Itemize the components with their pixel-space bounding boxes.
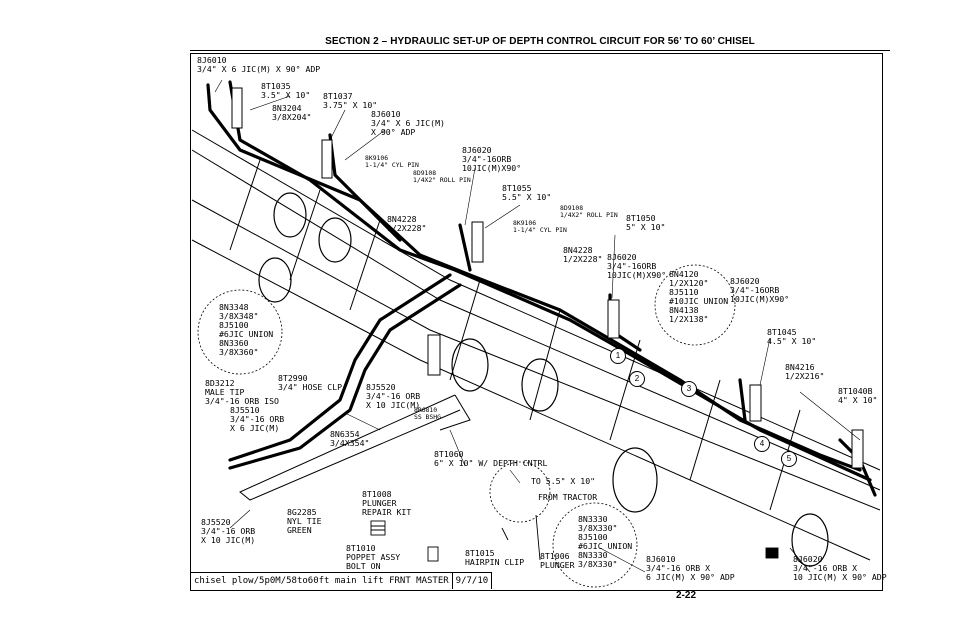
label-8n4228-b: 8N4228 1/2X228" — [563, 245, 603, 264]
frame-rail-mid — [191, 149, 881, 491]
hose-to-tractor-2 — [228, 283, 462, 470]
label-8d3212: 8D3212 MALE TIP 3/4"-16 ORB ISO — [205, 378, 279, 406]
label-8t1008: 8T1008 PLUNGER REPAIR KIT — [362, 489, 412, 517]
detail-circle-union-right — [654, 264, 736, 346]
detail-circle-union-left — [197, 289, 283, 375]
label-8j6010-top: 8J6010 3/4" X 6 JIC(M) X 90° ADP — [197, 55, 321, 74]
label-8t1015: 8T1015 HAIRPIN CLIP — [465, 548, 525, 567]
callout-balloon-1: 1 — [610, 348, 626, 364]
hitch-tongue — [239, 394, 461, 501]
cylinder-8t1035 — [231, 87, 243, 129]
wheel — [791, 513, 829, 567]
label-to-cylinder: TO 5.5" X 10" — [531, 476, 596, 486]
hose-main-2 — [228, 80, 872, 482]
cylinder-8t1060 — [427, 334, 441, 376]
cylinder-8t1050 — [607, 299, 620, 339]
label-8t1035: 8T1035 3.5" X 10" — [261, 81, 311, 100]
frame-crossmembers — [229, 159, 801, 511]
label-8k9106-b: 8K9106 1-1/4" CYL PIN — [513, 219, 567, 234]
callout-balloon-4: 4 — [754, 436, 770, 452]
title-block: chisel plow/5p0M/58to60ft main lift FRNT… — [191, 571, 493, 589]
label-8t1010: 8T1010 POPPET ASSY BOLT ON — [346, 543, 401, 571]
label-8g2285: 8G2285 NYL TIE GREEN — [287, 507, 322, 535]
frame-rail-top — [191, 129, 881, 471]
label-8r6810: 8R6810 SS BSHG — [414, 406, 441, 421]
label-from-tractor: FROM TRACTOR — [538, 492, 598, 502]
label-8n3330-union: 8N3330 3/8X330" 8J5100 #6JIC UNION 8N333… — [578, 514, 633, 569]
label-8t1037: 8T1037 3.75" X 10" — [323, 91, 378, 110]
frame-rail-bottom — [191, 239, 871, 561]
wheel — [318, 217, 352, 263]
label-8t1060: 8T1060 6" X 10" W/ DEPTH CNTRL — [434, 449, 548, 468]
cylinder-8t1055 — [471, 221, 484, 263]
page-number: 2-22 — [676, 590, 697, 601]
repair-kit-icon — [370, 520, 386, 536]
label-8j6010-mid: 8J6010 3/4" X 6 JIC(M) X 90° ADP — [371, 109, 445, 137]
cylinder-8t1037 — [321, 139, 333, 179]
label-8t1055: 8T1055 5.5" X 10" — [502, 183, 552, 202]
label-8n4216: 8N4216 1/2X216" — [785, 362, 825, 381]
label-8d9108-a: 8D9108 1/4X2" ROLL PIN — [413, 169, 471, 184]
label-8t1045: 8T1045 4.5" X 10" — [767, 327, 817, 346]
callout-balloon-5: 5 — [781, 451, 797, 467]
hairpin-clip-icon — [501, 527, 509, 541]
cylinder-8t1040b — [851, 429, 864, 469]
fitting-icon — [765, 547, 779, 559]
cylinder-8t1045 — [749, 384, 762, 422]
label-8j6010-bottom: 8J6010 3/4"-16 ORB X 6 JIC(M) X 90° ADP — [646, 554, 735, 582]
label-8j6020-c: 8J6020 3/4"-16ORB 10JIC(M)X90° — [730, 276, 790, 304]
title-block-date: 9/7/10 — [452, 571, 493, 589]
label-8j6020-a: 8J6020 3/4"-16ORB 10JIC(M)X90° — [462, 145, 522, 173]
hose-cyl-5 — [738, 378, 747, 422]
frame-rail-low — [191, 199, 881, 511]
label-8n6354: 8N6354 3/4X354" — [330, 429, 370, 448]
wheel — [612, 447, 658, 513]
label-8n4120-union: 8N4120 1/2X120" 8J5110 #10JIC UNION 8N41… — [669, 269, 729, 324]
header-rule — [190, 50, 890, 51]
wheel — [258, 257, 292, 303]
poppet-assy-icon — [427, 546, 439, 562]
drawing-frame — [190, 53, 883, 591]
label-8j5520-a: 8J5520 3/4"-16 ORB X 10 JIC(M) — [366, 382, 421, 410]
title-block-drawing: chisel plow/5p0M/58to60ft main lift FRNT… — [191, 571, 453, 589]
hose-cyl-3 — [458, 223, 472, 272]
label-8t1006: 8T1006 PLUNGER — [540, 551, 575, 570]
label-8n3348-union: 8N3348 3/8X348" 8J5100 #6JIC UNION 8N336… — [219, 302, 274, 357]
callout-balloon-3: 3 — [681, 381, 697, 397]
callout-balloon-2: 2 — [629, 371, 645, 387]
label-8n3204: 8N3204 3/8X204" — [272, 103, 312, 122]
plunger-icon — [535, 514, 541, 561]
label-8t1050: 8T1050 5" X 10" — [626, 213, 666, 232]
label-8j6020-bottom: 8J6020 3/4"-16 ORB X 10 JIC(M) X 90° ADP — [793, 554, 887, 582]
section-header: SECTION 2 – HYDRAULIC SET-UP OF DEPTH CO… — [325, 36, 755, 47]
hose-to-tractor-1 — [228, 273, 452, 462]
label-8j6020-b: 8J6020 3/4"-16ORB 10JIC(M)X90° — [607, 252, 667, 280]
wheel — [521, 358, 559, 412]
wheel — [273, 192, 307, 238]
label-8j5510: 8J5510 3/4"-16 ORB X 6 JIC(M) — [230, 405, 285, 433]
label-8k9106-a: 8K9106 1-1/4" CYL PIN — [365, 154, 419, 169]
label-8j5520-b: 8J5520 3/4"-16 ORB X 10 JIC(M) — [201, 517, 256, 545]
label-8t2990: 8T2990 3/4" HOSE CLP — [278, 373, 343, 392]
wheel — [451, 338, 489, 392]
label-8n4228-a: 8N4228 1/2X228" — [387, 214, 427, 233]
label-8t1040b: 8T1040B 4" X 10" — [838, 386, 878, 405]
detail-circle-union-bottom — [552, 502, 638, 588]
detail-circle-coupler — [489, 461, 551, 523]
label-8d9108-b: 8D9108 1/4X2" ROLL PIN — [560, 204, 618, 219]
